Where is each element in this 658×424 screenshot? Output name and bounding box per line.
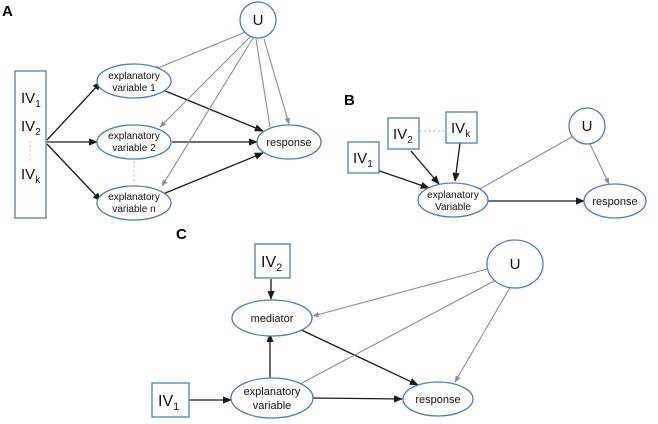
edge-u-to-exp <box>299 279 497 385</box>
edge-iv-to-expn <box>46 143 102 202</box>
panel-c-iv1-box: IV1 <box>151 382 190 418</box>
panel-a-node-expn: explanatory variable n <box>96 185 172 221</box>
panel-b-node-u: U <box>568 107 606 145</box>
svg-text:mediator: mediator <box>251 313 294 325</box>
panel-b-iv1-box: IV1 <box>347 141 380 174</box>
svg-text:response: response <box>592 196 637 208</box>
panel-c-node-response: response <box>402 381 474 417</box>
edge-exp1-to-response <box>157 87 264 132</box>
panel-c-node-u: U <box>486 239 544 289</box>
edge-u-to-exp <box>477 133 578 191</box>
svg-text:IV1: IV1 <box>353 150 373 170</box>
svg-text:explanatory: explanatory <box>108 131 160 142</box>
svg-text:IV2: IV2 <box>393 126 413 146</box>
svg-text:U: U <box>582 118 593 135</box>
edge-u-to-mediator <box>312 267 492 318</box>
panel-b-node-exp: explanatory Variable <box>417 182 489 218</box>
panel-a-node-u: U <box>239 1 277 39</box>
svg-text:variable 1: variable 1 <box>112 83 156 94</box>
svg-text:response: response <box>266 137 311 149</box>
edge-ivk-to-exp <box>452 142 461 182</box>
panel-b-node-response: response <box>583 183 647 219</box>
panel-c-edges <box>189 267 513 404</box>
svg-text:Variable: Variable <box>435 202 471 213</box>
panel-a-edges <box>46 30 290 202</box>
svg-text:explanatory: explanatory <box>244 386 301 398</box>
svg-text:response: response <box>415 394 460 406</box>
panel-c-node-mediator: mediator <box>231 299 313 337</box>
iv-1-label: IV1 <box>21 90 41 110</box>
edge-u-to-response-2 <box>263 38 290 125</box>
panel-b-ivk-box: IVk <box>445 111 478 144</box>
panel-a-node-exp1: explanatory variable 1 <box>96 63 172 99</box>
svg-text:IV1: IV1 <box>158 393 179 413</box>
edge-exp-to-response <box>311 395 403 403</box>
panel-b-edges <box>373 130 610 205</box>
node-u-label: U <box>253 12 264 29</box>
panel-b-iv2-box: IV2 <box>387 117 420 150</box>
edge-u-to-expn <box>161 37 254 187</box>
panel-c: C IV2 IV1 U mediator <box>151 226 544 419</box>
panel-c-iv2-box: IV2 <box>254 243 291 279</box>
panel-c-label: C <box>176 226 187 243</box>
panel-a-node-exp2: explanatory variable 2 <box>96 124 172 160</box>
edge-u-to-response <box>454 283 513 383</box>
edge-expn-to-response <box>157 152 264 197</box>
edge-iv2-to-exp <box>410 150 440 185</box>
svg-text:IVk: IVk <box>451 120 471 140</box>
edge-mediator-to-response <box>294 326 419 386</box>
svg-text:explanatory: explanatory <box>427 190 479 201</box>
edge-u-to-exp2 <box>159 35 252 128</box>
edge-iv-to-exp1 <box>46 81 102 141</box>
panel-c-node-exp: explanatory variable <box>230 377 314 419</box>
svg-text:variable: variable <box>253 400 292 412</box>
edge-u-to-response <box>589 143 610 185</box>
panel-a-node-response: response <box>256 124 322 160</box>
edge-u-to-response-1 <box>255 38 271 128</box>
panel-a: A IV1 IV2 IVk U <box>2 1 322 221</box>
svg-text:IV2: IV2 <box>261 254 282 274</box>
svg-text:explanatory: explanatory <box>108 71 160 82</box>
svg-text:variable 2: variable 2 <box>112 143 156 154</box>
svg-text:variable n: variable n <box>112 204 155 215</box>
panel-b: B IV1 IV2 IVk U explanatory <box>344 92 647 219</box>
panel-b-label: B <box>344 92 355 109</box>
iv-2-label: IV2 <box>21 118 41 138</box>
iv-k-label: IVk <box>21 166 41 186</box>
svg-text:explanatory: explanatory <box>108 192 160 203</box>
svg-text:U: U <box>510 256 521 273</box>
panel-a-iv-box: IV1 IV2 IVk <box>14 70 47 219</box>
edge-iv1-to-exp <box>373 168 430 189</box>
panel-a-label: A <box>2 3 13 20</box>
edge-u-to-exp1 <box>152 30 249 71</box>
